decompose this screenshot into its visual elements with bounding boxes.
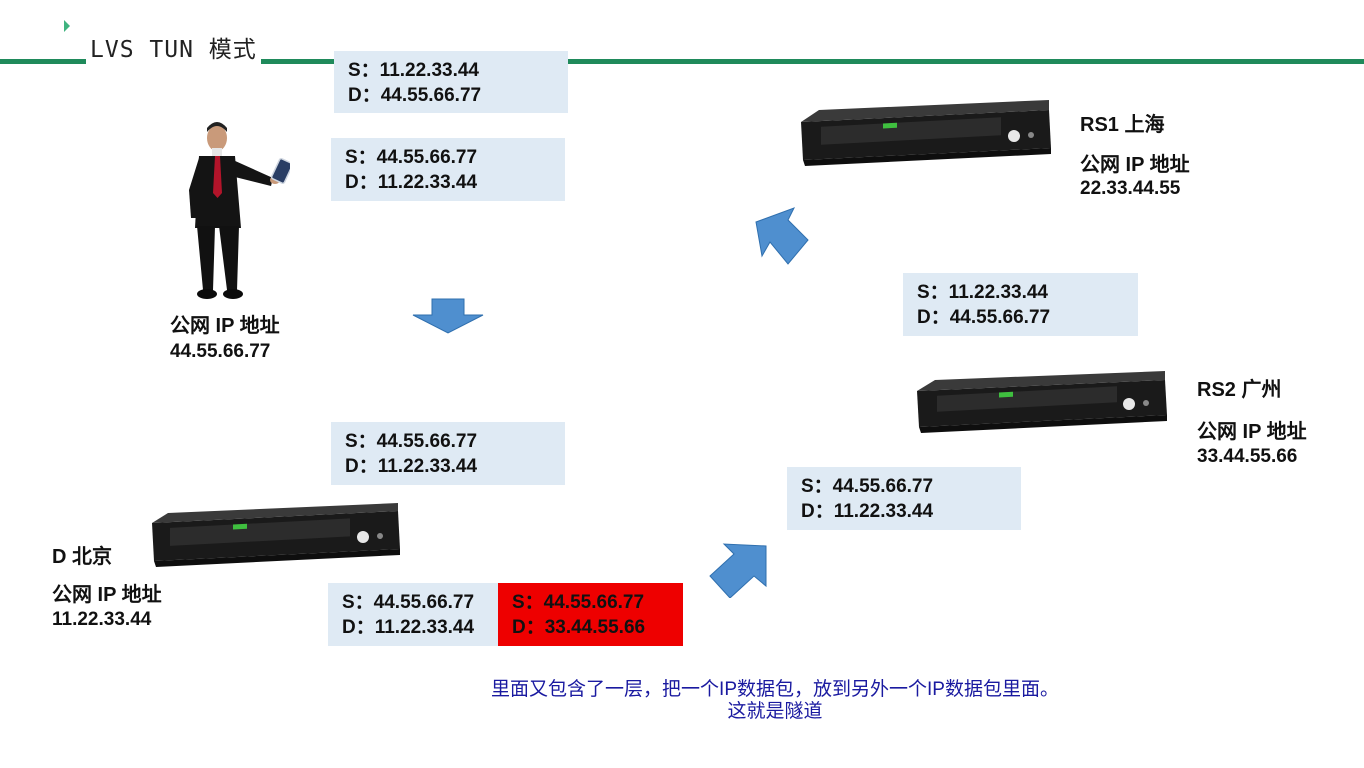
packet-src: S：44.55.66.77 [345,147,478,168]
client-ip: 44.55.66.77 [170,341,271,362]
client-label: 公网 IP 地址 [170,315,280,337]
packet-dst: D：44.55.66.77 [917,307,1051,328]
rs2-server-icon [917,371,1167,433]
packet-src: S：44.55.66.77 [801,476,934,497]
director-ip: 11.22.33.44 [52,609,152,630]
director-name: D 北京 [52,546,112,568]
packet-rs-response: S：11.22.33.44 D：44.55.66.77 [903,273,1138,336]
packet-dst: D：11.22.33.44 [345,456,478,477]
rs1-label: 公网 IP 地址 [1080,154,1190,176]
packet-dst: D：33.44.55.66 [512,617,646,638]
packet-dst: D：44.55.66.77 [348,85,482,106]
packet-top-response: S：11.22.33.44 D：44.55.66.77 [334,51,568,113]
rs2-name: RS2 广州 [1197,379,1282,401]
up-left-arrow-icon [755,207,809,265]
rs2-label: 公网 IP 地址 [1197,421,1307,443]
up-right-arrow-icon-lower [709,543,767,598]
logo-mark-icon [64,20,70,32]
packet-src: S：44.55.66.77 [345,431,478,452]
packet-rs2-in: S：44.55.66.77 D：11.22.33.44 [787,467,1021,530]
packet-dst: D：11.22.33.44 [801,501,934,522]
rs1-server-icon [801,100,1051,166]
packet-src: S：44.55.66.77 [342,592,475,613]
packet-dst: D：11.22.33.44 [345,172,478,193]
packet-dst: D：11.22.33.44 [342,617,475,638]
packet-mid-request: S：44.55.66.77 D：11.22.33.44 [331,422,565,485]
packet-src: S：11.22.33.44 [917,282,1048,303]
packet-inner: S：44.55.66.77 D：11.22.33.44 [328,583,498,646]
director-server-icon [152,503,400,567]
packet-src: S：44.55.66.77 [512,592,645,613]
rs2-ip: 33.44.55.66 [1197,446,1298,467]
title-divider [0,59,1364,64]
subtitle-caption: 里面又包含了一层，把一个IP数据包，放到另外一个IP数据包里面。 这就是隧道 [440,679,1110,723]
director-label: 公网 IP 地址 [52,584,162,606]
rs1-name: RS1 上海 [1080,114,1165,136]
caption-line-1: 里面又包含了一层，把一个IP数据包，放到另外一个IP数据包里面。 [491,679,1059,700]
packet-src: S：11.22.33.44 [348,60,479,81]
caption-line-2: 这就是隧道 [727,701,823,722]
client-person-icon [189,122,290,299]
logo-area [0,0,66,66]
slide-title: LVS TUN 模式 [86,30,261,64]
packet-top-request: S：44.55.66.77 D：11.22.33.44 [331,138,565,201]
down-arrow-icon [412,298,484,334]
rs1-ip: 22.33.44.55 [1080,178,1181,199]
packet-outer-tunnel: S：44.55.66.77 D：33.44.55.66 [498,583,683,646]
